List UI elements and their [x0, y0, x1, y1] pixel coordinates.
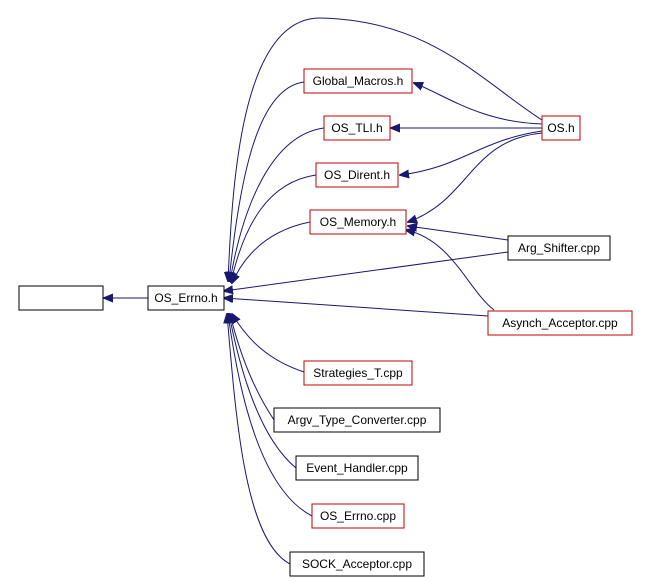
node-label: OS_Errno.inl [27, 291, 96, 305]
edge-sock-acceptor-cpp-to-os-errno-h [227, 314, 291, 565]
edge-layer [104, 17, 543, 565]
node-os-tli-h[interactable]: OS_TLI.h [323, 115, 391, 141]
node-arg-shifter-cpp[interactable]: Arg_Shifter.cpp [507, 235, 611, 261]
node-sock-acceptor-cpp[interactable]: SOCK_Acceptor.cpp [289, 551, 425, 577]
edge-os-h-to-os-memory-h [408, 132, 543, 222]
node-label: SOCK_Acceptor.cpp [302, 557, 412, 571]
node-os-dirent-h[interactable]: OS_Dirent.h [315, 162, 399, 188]
node-label: Global_Macros.h [313, 74, 404, 88]
node-label: Argv_Type_Converter.cpp [288, 413, 427, 427]
edge-arg-shifter-cpp-to-os-memory-h [408, 226, 509, 241]
node-label: Event_Handler.cpp [306, 461, 408, 475]
node-label: OS_Errno.h [154, 291, 217, 305]
node-label: Asynch_Acceptor.cpp [502, 316, 618, 330]
node-label: Arg_Shifter.cpp [518, 241, 600, 255]
node-os-errno-h[interactable]: OS_Errno.h [147, 285, 225, 311]
edge-arg-shifter-cpp-to-os-errno-h [224, 251, 509, 291]
edge-global-macros-h-to-os-errno-h [229, 81, 305, 281]
node-label: OS_TLI.h [331, 121, 382, 135]
edge-strategies-t-cpp-to-os-errno-h [232, 314, 305, 373]
edge-event-handler-cpp-to-os-errno-h [229, 314, 297, 469]
edge-asynch-acceptor-cpp-to-os-errno-h [224, 298, 489, 317]
edge-os-h-to-os-dirent-h [400, 130, 543, 175]
edge-os-dirent-h-to-os-errno-h [231, 174, 317, 282]
node-label: Strategies_T.cpp [313, 366, 403, 380]
edge-os-errno-cpp-to-os-errno-h [228, 314, 313, 517]
node-label: OS_Errno.cpp [320, 509, 396, 523]
node-argv-type-converter-cpp[interactable]: Argv_Type_Converter.cpp [273, 407, 441, 433]
edge-os-h-to-global-macros-h [414, 83, 543, 125]
node-asynch-acceptor-cpp[interactable]: Asynch_Acceptor.cpp [487, 310, 633, 336]
node-global-macros-h[interactable]: Global_Macros.h [303, 68, 413, 94]
node-event-handler-cpp[interactable]: Event_Handler.cpp [295, 455, 419, 481]
node-label: OS.h [547, 121, 574, 135]
node-layer: OS_Errno.inl OS_Errno.h Global_Macros.h … [18, 68, 633, 577]
edge-argv-type-converter-cpp-to-os-errno-h [230, 314, 275, 421]
node-strategies-t-cpp[interactable]: Strategies_T.cpp [303, 360, 413, 386]
edge-os-memory-h-to-os-errno-h [232, 221, 311, 283]
edge-os-h-to-os-errno-h [228, 17, 543, 281]
node-os-errno-inl[interactable]: OS_Errno.inl [18, 285, 104, 311]
edge-os-tli-h-to-os-errno-h [230, 127, 325, 281]
edge-asynch-acceptor-cpp-to-os-memory-h [406, 230, 495, 311]
node-label: OS_Memory.h [320, 215, 396, 229]
node-label: OS_Dirent.h [324, 168, 390, 182]
node-os-memory-h[interactable]: OS_Memory.h [309, 209, 407, 235]
node-os-errno-cpp[interactable]: OS_Errno.cpp [311, 503, 405, 529]
node-os-h[interactable]: OS.h [541, 115, 581, 141]
